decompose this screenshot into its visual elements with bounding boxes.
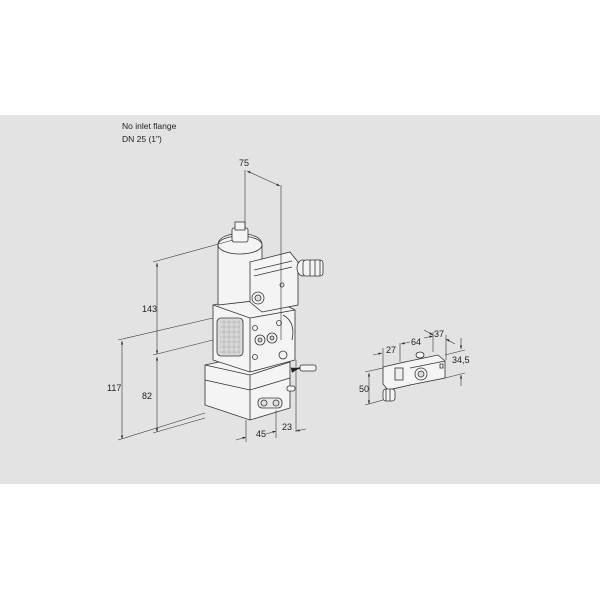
test-nipple (286, 364, 317, 392)
dim-34-5: 34,5 (452, 355, 470, 365)
main-dimension-lines (117, 170, 307, 442)
pressure-switch (382, 351, 446, 402)
dim-143: 143 (142, 304, 157, 314)
dim-64: 64 (411, 337, 421, 347)
dim-117: 117 (107, 383, 121, 393)
dim-23: 23 (282, 422, 292, 432)
drawing-background-band (0, 115, 600, 484)
accessory-dimension-lines (364, 329, 466, 406)
dim-45: 45 (256, 429, 266, 439)
caption-dn-size: DN 25 (1") (122, 134, 162, 144)
dim-75: 75 (239, 158, 249, 168)
caption-flange: No inlet flange (122, 121, 177, 131)
dim-50: 50 (359, 384, 369, 394)
valve-assembly (204, 221, 299, 421)
dim-37: 37 (434, 329, 444, 339)
dim-27: 27 (386, 345, 396, 355)
cable-gland (296, 259, 324, 277)
dim-82: 82 (142, 391, 152, 401)
